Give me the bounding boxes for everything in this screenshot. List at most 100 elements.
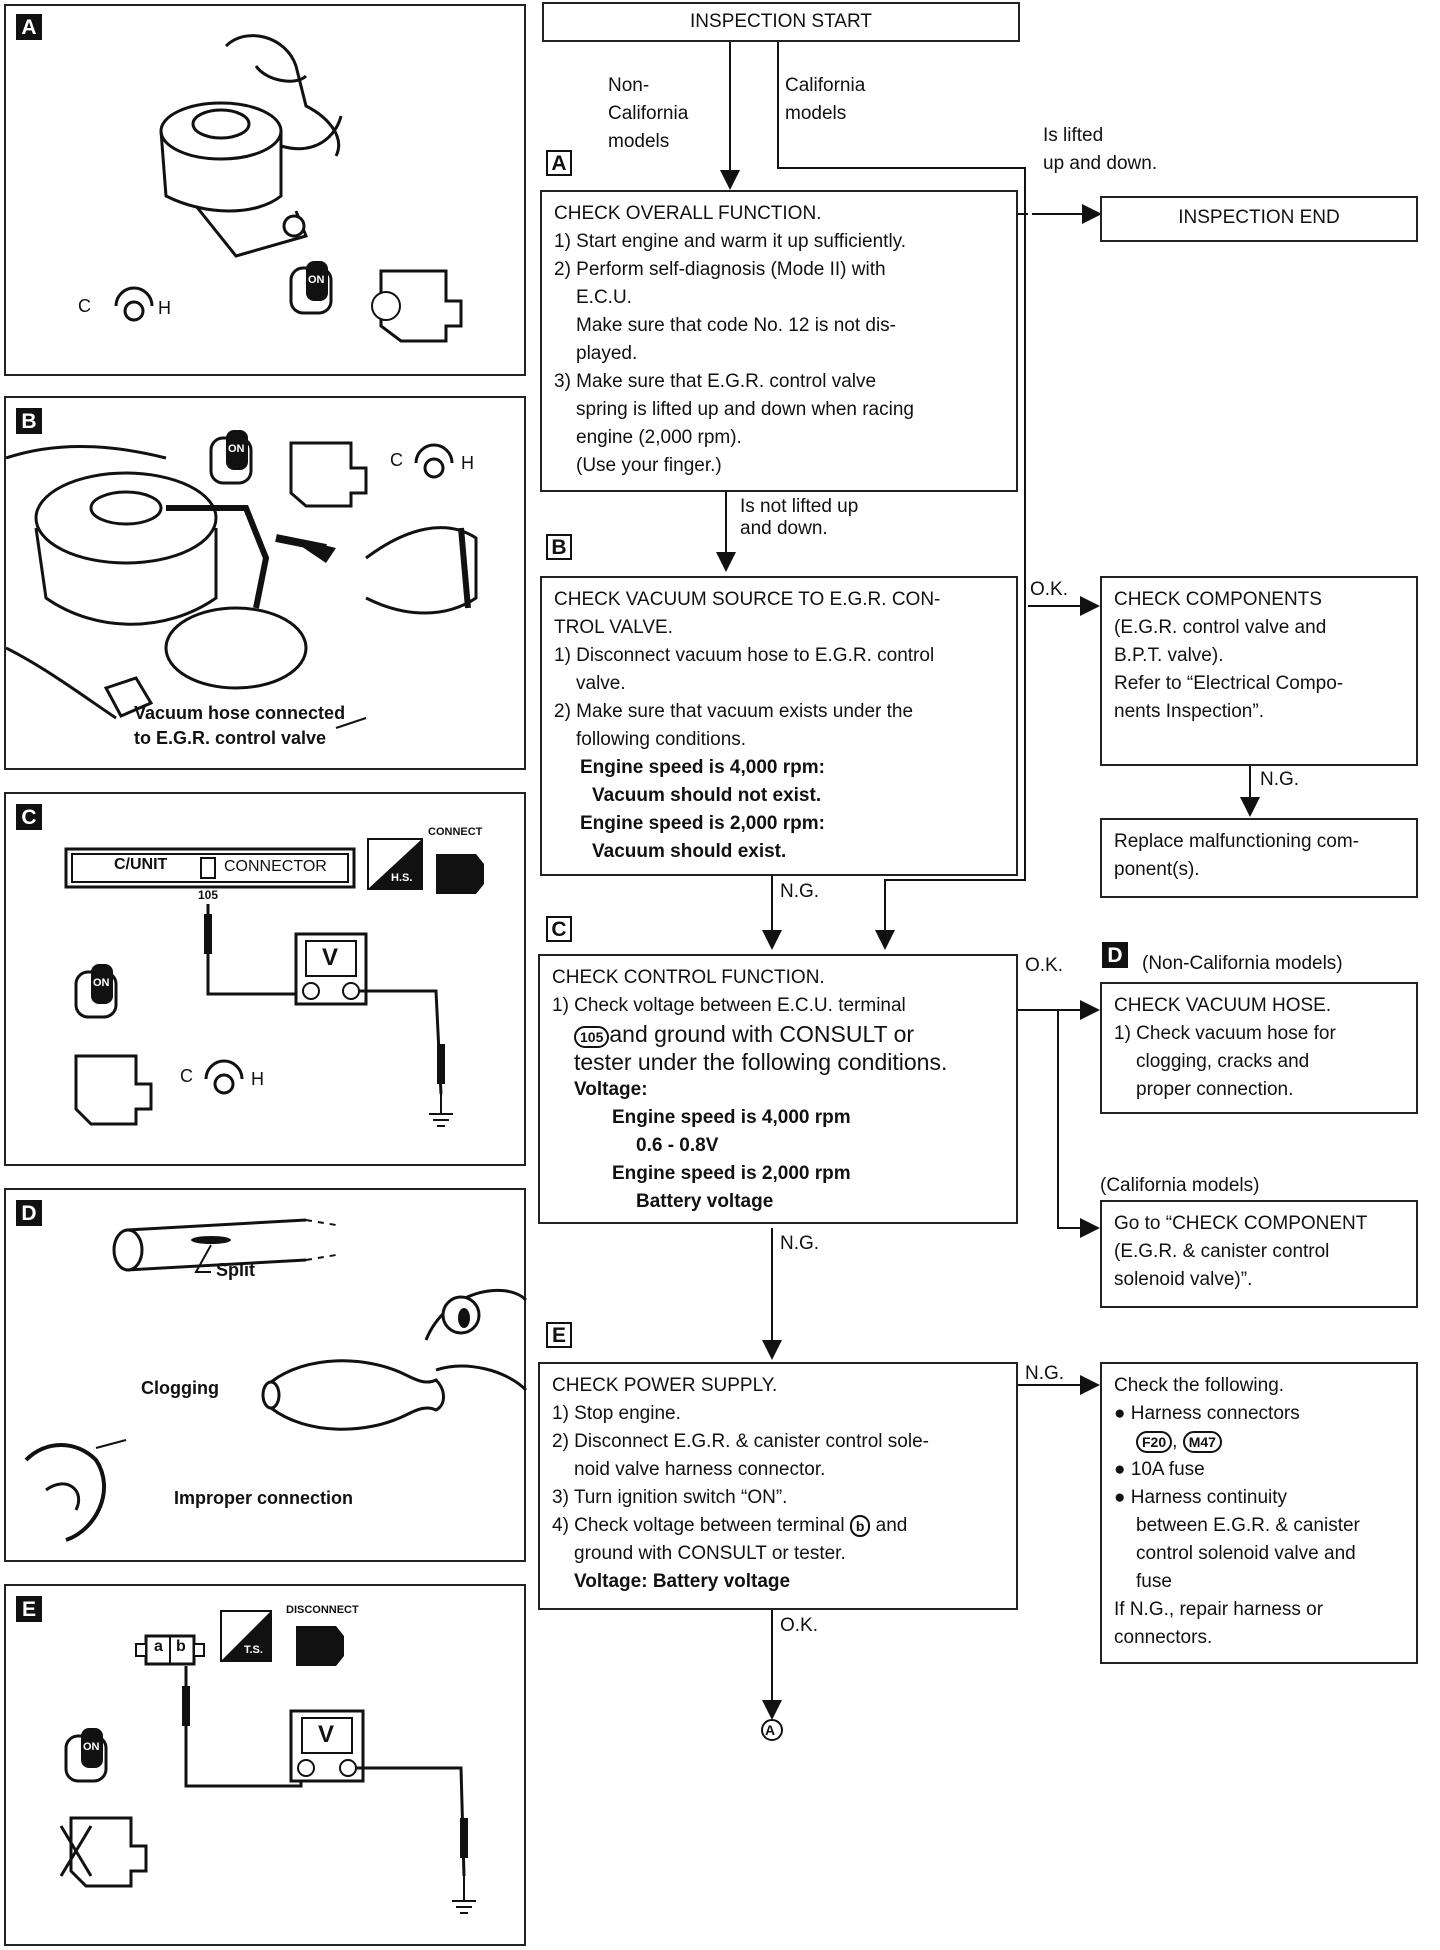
step-e-terminal-line: 4) Check voltage between terminal b and [552, 1512, 1004, 1540]
step-a-line: 3) Make sure that E.G.R. control valve [554, 371, 877, 392]
replace-line: Replace malfunctioning com- [1114, 831, 1360, 852]
vacuum-hose-line: clogging, cracks and [1136, 1051, 1310, 1072]
step-a-line: engine (2,000 rpm). [576, 427, 742, 448]
branch-non-cal-line3: models [608, 131, 670, 152]
panel-tag-d: D [16, 1200, 42, 1226]
check-following-box: Check the following. ● Harness connector… [1100, 1362, 1418, 1664]
california-note: (California models) [1100, 1175, 1260, 1196]
step-a-line: Make sure that code No. 12 is not dis- [576, 315, 896, 336]
not-lifted-label: Is not lifted up and down. [740, 496, 858, 540]
step-b-condition: Engine speed is 4,000 rpm: [580, 757, 825, 778]
improper-connection-label: Improper connection [174, 1488, 354, 1508]
step-b-box: CHECK VACUUM SOURCE TO E.G.R. CON- TROL … [540, 576, 1018, 876]
terminal-105-badge: 105 [574, 1026, 610, 1048]
check-item-cont: control solenoid valve and [1136, 1543, 1356, 1564]
step-c-line: 1) Check voltage between E.C.U. terminal [552, 995, 906, 1016]
step-a-line: 1) Start engine and warm it up sufficien… [554, 231, 907, 252]
split-label: Split [216, 1260, 255, 1280]
step-b-condition: Engine speed is 2,000 rpm: [580, 813, 825, 834]
step-tag-c: C [546, 916, 572, 942]
step-e-line: 1) Stop engine. [552, 1403, 681, 1424]
components-line: (E.G.R. control valve and [1114, 617, 1327, 638]
vacuum-hose-line: CHECK VACUUM HOSE. [1114, 995, 1332, 1016]
illustration-panel-d: D Split Clogging Improper connection [4, 1188, 528, 1562]
ecu-terminal-voltage-drawing [64, 838, 484, 1127]
step-e-voltage: Voltage: Battery voltage [574, 1571, 791, 1592]
bullet-icon: ● [1114, 1459, 1126, 1480]
step-e-title: CHECK POWER SUPPLY. [552, 1375, 778, 1396]
egr-valve-finger-drawing [114, 34, 463, 343]
cunit-label: C/UNIT [114, 856, 168, 873]
check-vacuum-hose-box: CHECK VACUUM HOSE. 1) Check vacuum hose … [1100, 982, 1418, 1114]
step-c-box: CHECK CONTROL FUNCTION. 1) Check voltage… [538, 954, 1018, 1224]
vacuum-hose-line: 1) Check vacuum hose for [1114, 1023, 1336, 1044]
step-c-title: CHECK CONTROL FUNCTION. [552, 967, 825, 988]
step-tag-d: D [1102, 942, 1128, 968]
step-b-line: 2) Make sure that vacuum exists under th… [554, 701, 914, 722]
lifted-label: Is lifted up and down. [1043, 122, 1157, 178]
gauge-c-label: C [78, 296, 91, 316]
step-e-line: ground with CONSULT or tester. [574, 1543, 846, 1564]
step-b-title-cont: TROL VALVE. [554, 617, 673, 638]
inspection-start-box: INSPECTION START [542, 2, 1020, 42]
vacuum-hose-faults-drawing [24, 1218, 528, 1542]
step-a-line: E.C.U. [576, 287, 632, 308]
step-tag-b: B [546, 534, 572, 560]
step-c-voltage: 0.6 - 0.8V [636, 1135, 719, 1156]
check-components-box: CHECK COMPONENTS (E.G.R. control valve a… [1100, 576, 1418, 766]
ng-label-e: N.G. [1025, 1363, 1065, 1384]
pin-b-label: b [176, 1638, 186, 1655]
panel-tag-a: A [16, 14, 42, 40]
gauge-h-label: H [251, 1069, 264, 1089]
step-c-voltage: Battery voltage [636, 1191, 774, 1212]
step-b-condition: Vacuum should not exist. [592, 785, 822, 806]
step-tag-e: E [546, 1322, 572, 1348]
hs-label: H.S. [391, 872, 413, 884]
inspection-start-label: INSPECTION START [690, 11, 872, 32]
vacuum-hose-line: proper connection. [1136, 1079, 1294, 1100]
key-on-label: ON [93, 977, 110, 989]
replace-components-box: Replace malfunctioning com- ponent(s). [1100, 818, 1418, 898]
check-item: ● Harness connectors [1114, 1400, 1404, 1428]
panel-tag-e: E [16, 1596, 42, 1622]
gauge-h-label: H [461, 453, 474, 473]
panel-tag-b: B [16, 408, 42, 434]
replace-line: ponent(s). [1114, 859, 1200, 880]
not-lifted-line2: and down. [740, 518, 828, 539]
step-e-and: and [875, 1515, 908, 1536]
components-line: B.P.T. valve). [1114, 645, 1224, 666]
illustration-panel-c: C C/UNIT CONNECTOR 105 CONNECT H.S. V ON… [4, 792, 526, 1166]
step-b-line: valve. [576, 673, 626, 694]
branch-non-cal-line2: California [608, 103, 689, 124]
gauge-h-label: H [158, 298, 171, 318]
step-c-line: tester under the following conditions. [574, 1049, 948, 1075]
egr-valve-vacuum-hose-drawing [6, 430, 478, 729]
check-item: ● 10A fuse [1114, 1456, 1404, 1484]
terminal-b-badge: b [849, 1515, 871, 1537]
solenoid-connector-voltage-drawing [59, 1610, 476, 1914]
step-e-line: noid valve harness connector. [574, 1459, 826, 1480]
branch-non-california: Non- California models [608, 72, 688, 156]
check-item-cont: between E.G.R. & canister [1136, 1515, 1360, 1536]
branch-cal-line1: California [785, 75, 866, 96]
check-item-cont: fuse [1136, 1571, 1172, 1592]
panel-tag-c: C [16, 804, 42, 830]
step-c-voltage: Engine speed is 2,000 rpm [612, 1163, 851, 1184]
key-on-label: ON [308, 274, 325, 286]
ng-label-components: N.G. [1260, 769, 1300, 790]
connector-badges: F20, M47 [1114, 1428, 1404, 1456]
goto-line: (E.G.R. & canister control [1114, 1241, 1330, 1262]
step-b-line: following conditions. [576, 729, 747, 750]
step-e-line: 2) Disconnect E.G.R. & canister control … [552, 1431, 929, 1452]
components-line: nents Inspection”. [1114, 701, 1264, 722]
step-a-line: spring is lifted up and down when racing [576, 399, 914, 420]
not-lifted-line1: Is not lifted up [740, 496, 859, 517]
step-c-line: and ground with CONSULT or [609, 1021, 915, 1047]
inspection-end-label: INSPECTION END [1178, 207, 1340, 228]
ok-label-b: O.K. [1030, 579, 1069, 600]
check-following-note: If N.G., repair harness or [1114, 1599, 1324, 1620]
components-line: CHECK COMPONENTS [1114, 589, 1322, 610]
pin-a-label: a [154, 1638, 163, 1655]
voltmeter-v-label: V [318, 1721, 335, 1748]
